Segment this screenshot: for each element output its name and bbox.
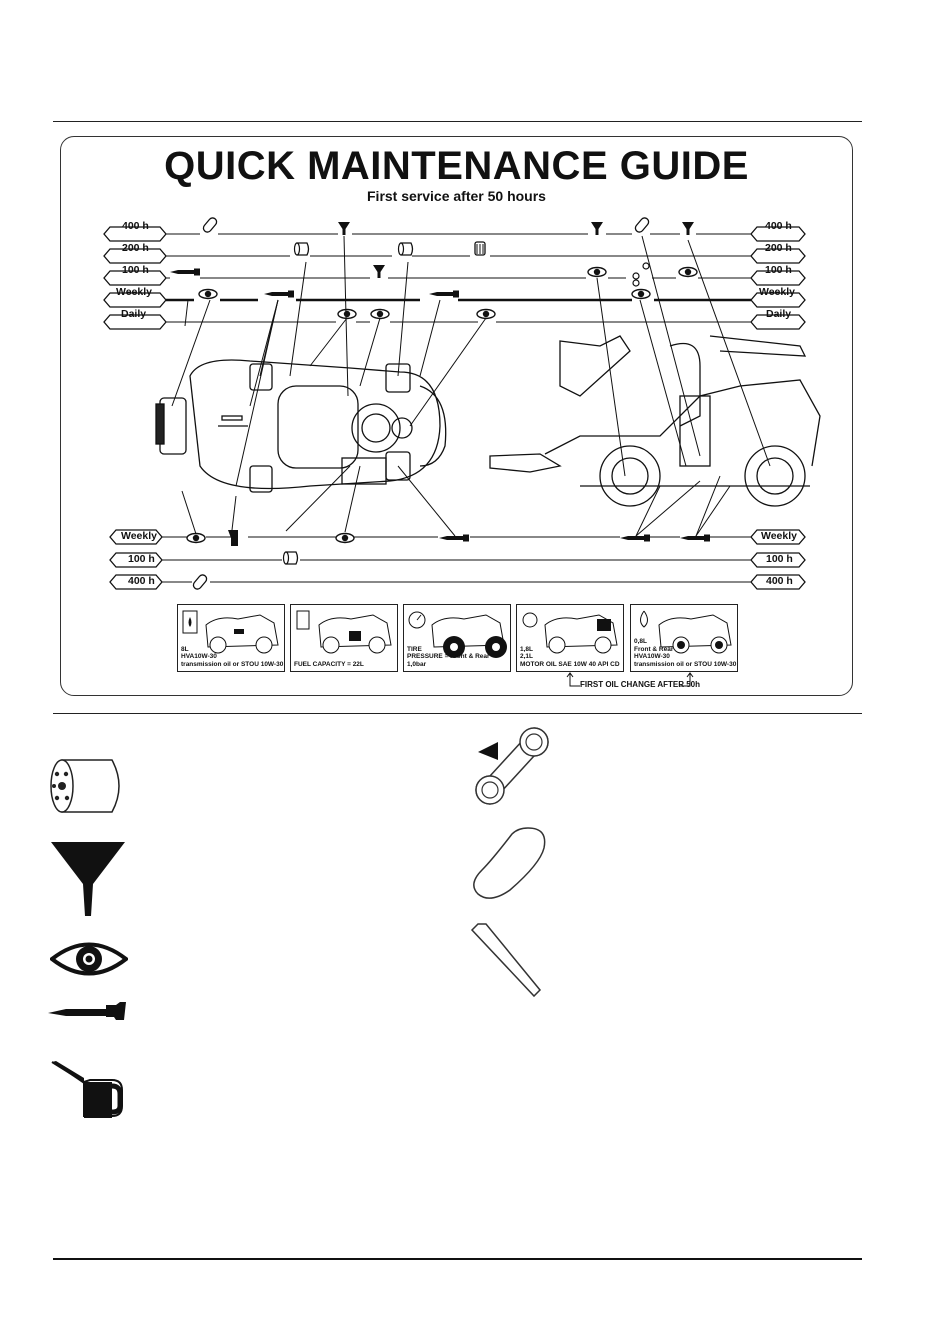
bottom-rule	[53, 1258, 862, 1260]
interval-tag-bottom-right-100h: 100 h	[766, 553, 793, 565]
interval-tag-bottom-right-400h: 400 h	[766, 575, 793, 587]
oil-filter-icon	[50, 759, 120, 813]
info-box-front-rear-oil-caption: 0,8L Front & Rear HVA10W-30 transmission…	[634, 638, 737, 668]
grease-gun-icon	[48, 1002, 126, 1020]
funnel-icon	[51, 842, 125, 916]
spark-plug-lead-icon	[470, 923, 542, 998]
guide-title: QUICK MAINTENANCE GUIDE	[164, 144, 749, 188]
interval-tag-left-daily: Daily	[121, 308, 147, 320]
eye-inspect-icon	[50, 942, 128, 976]
tractor-top-view	[155, 359, 447, 493]
middle-rule	[53, 713, 862, 714]
interval-tag-right-400h: 400 h	[765, 220, 792, 232]
interval-tag-right-200h: 200 h	[765, 242, 792, 254]
top-rule	[53, 121, 862, 122]
oil-can-icon	[51, 1061, 123, 1118]
info-box-front-rear-oil: 0,8L Front & Rear HVA10W-30 transmission…	[630, 604, 738, 672]
info-box-fuel: FUEL CAPACITY = 22L	[290, 604, 398, 672]
interval-tag-bottom-left-weekly: Weekly	[121, 530, 157, 542]
interval-tag-right-100h: 100 h	[765, 264, 792, 276]
interval-tag-bottom-right-weekly: Weekly	[761, 530, 797, 542]
interval-tag-left-200h: 200 h	[122, 242, 149, 254]
info-box-transmission: 8L HVA10W-30 transmission oil or STOU 10…	[177, 604, 285, 672]
oil-can-mini-icon	[228, 530, 238, 546]
belt-mini-icon	[632, 262, 650, 287]
info-box-tire: TIRE PRESSURE = Front & Rear 1,0bar	[403, 604, 511, 672]
first-oil-change-label: FIRST OIL CHANGE AFTER 50h	[580, 680, 701, 689]
interval-tag-left-400h: 400 h	[122, 220, 149, 232]
interval-tag-bottom-left-400h: 400 h	[128, 575, 155, 587]
interval-tag-left-weekly: Weekly	[116, 286, 152, 298]
interval-tag-left-100h: 100 h	[122, 264, 149, 276]
info-box-motor-oil-caption: 1,8L 2,1L MOTOR OIL SAE 10W 40 API CD	[520, 645, 620, 668]
interval-tag-right-daily: Daily	[766, 308, 792, 320]
info-box-fuel-caption: FUEL CAPACITY = 22L	[294, 660, 364, 668]
info-box-motor-oil: 1,8L 2,1L MOTOR OIL SAE 10W 40 API CD	[516, 604, 624, 672]
air-filter-icon	[473, 827, 546, 899]
belt-icon	[475, 727, 549, 805]
interval-tag-right-weekly: Weekly	[759, 286, 795, 298]
interval-tag-bottom-left-100h: 100 h	[128, 553, 155, 565]
info-box-transmission-caption: 8L HVA10W-30 transmission oil or STOU 10…	[181, 645, 284, 668]
maintenance-diagram	[103, 215, 821, 592]
guide-panel	[60, 136, 853, 696]
guide-subtitle: First service after 50 hours	[367, 188, 546, 204]
first-oil-bracket	[566, 672, 694, 687]
tractor-side-view	[489, 335, 821, 507]
info-box-tire-caption: TIRE PRESSURE = Front & Rear 1,0bar	[407, 645, 490, 668]
